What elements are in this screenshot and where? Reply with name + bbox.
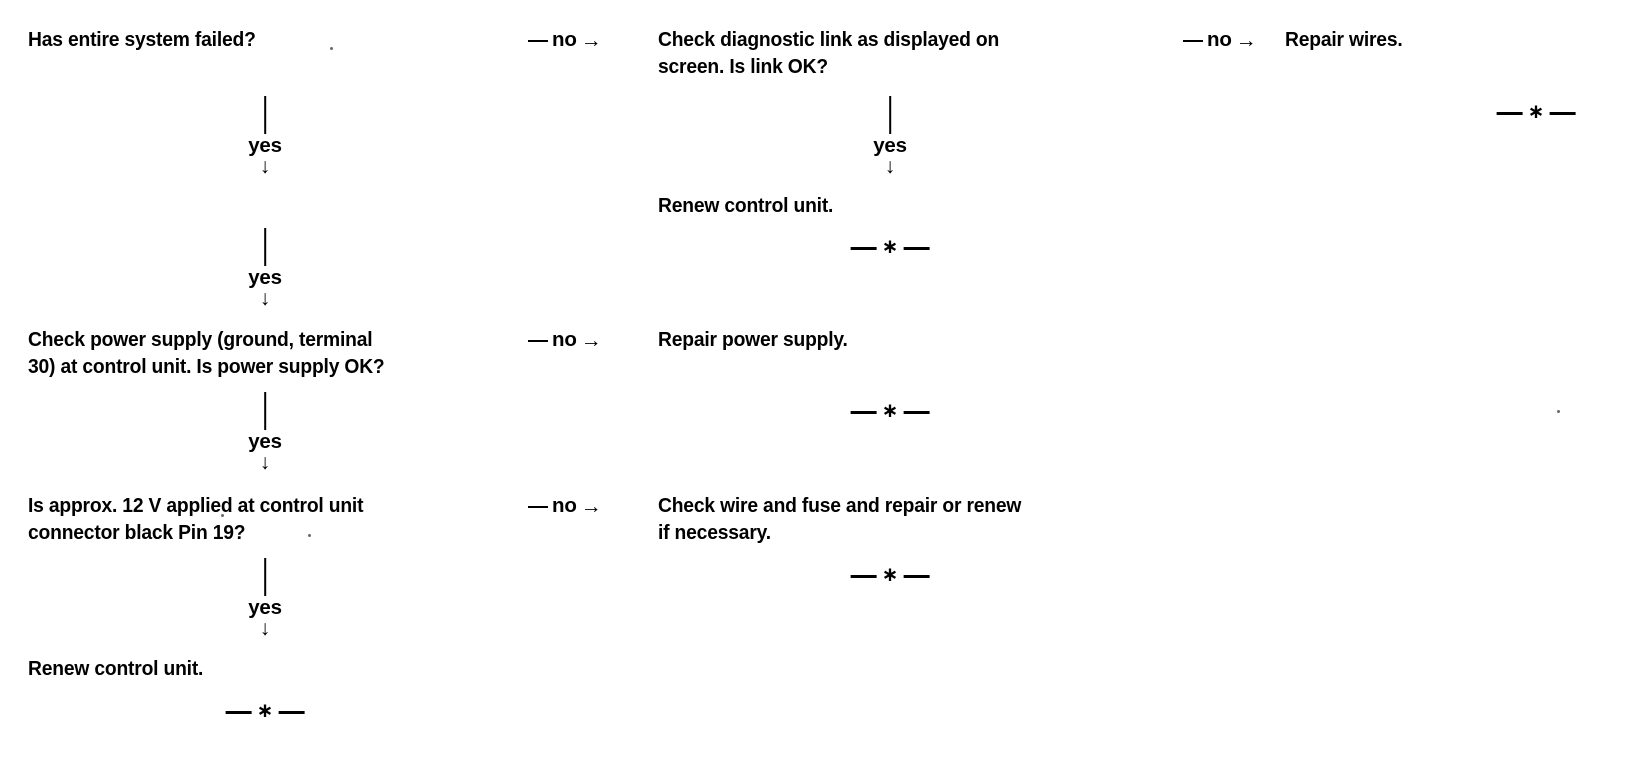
- node-q3-is-12v-applied: Is approx. 12 V applied at control unit …: [28, 494, 364, 544]
- edge-stem: [888, 96, 891, 134]
- edge-label-yes: yes: [248, 266, 282, 289]
- terminator-marker-a2: ∗: [850, 236, 930, 258]
- edge-q1-to-q4-no: no →: [528, 30, 602, 51]
- edge-label-no: no: [552, 494, 577, 518]
- node-q1-has-entire-system-failed: Has entire system failed?: [28, 28, 256, 51]
- arrow-right-icon: →: [580, 329, 602, 352]
- edge-q2-to-a3-no: no →: [528, 330, 602, 351]
- terminator-dash-right: [903, 574, 930, 578]
- arrow-right-icon: →: [1235, 29, 1257, 52]
- node-a1-renew-control-unit: Renew control unit.: [28, 657, 204, 680]
- terminator-marker-a4: ∗: [850, 564, 930, 586]
- edge-stem: [263, 392, 266, 430]
- node-a4-check-wire-and-fuse: Check wire and fuse and repair or renew …: [658, 494, 1022, 544]
- arrow-right-icon: →: [580, 29, 602, 52]
- terminator-dash-left: [850, 410, 877, 414]
- edge-q4-to-a2-yes: yes ↓: [873, 96, 907, 178]
- terminator-star-icon: ∗: [256, 700, 274, 722]
- edge-dash: [528, 505, 548, 508]
- edge-q1-to-q2-yes-lower: yes ↓: [248, 228, 282, 310]
- terminator-dash-left: [850, 574, 877, 578]
- terminator-dash-right: [278, 710, 305, 714]
- edge-label-no: no: [1207, 28, 1232, 52]
- edge-label-yes: yes: [873, 134, 907, 157]
- arrow-down-icon: ↓: [259, 286, 271, 310]
- node-a3-repair-power-supply: Repair power supply.: [658, 328, 848, 351]
- edge-label-no: no: [552, 328, 577, 352]
- edge-dash: [528, 339, 548, 342]
- arrow-down-icon: ↓: [259, 450, 271, 474]
- edge-label-yes: yes: [248, 134, 282, 157]
- scan-speck: [330, 47, 333, 50]
- terminator-dash-left: [1496, 111, 1523, 115]
- terminator-marker-a3: ∗: [850, 400, 930, 422]
- edge-label-yes: yes: [248, 596, 282, 619]
- edge-q3-to-a1-yes: yes ↓: [248, 558, 282, 640]
- terminator-dash-right: [903, 410, 930, 414]
- terminator-dash-right: [903, 246, 930, 250]
- arrow-right-icon: →: [580, 495, 602, 518]
- edge-stem: [263, 558, 266, 596]
- edge-q3-to-a4-no: no →: [528, 496, 602, 517]
- terminator-dash-left: [225, 710, 252, 714]
- arrow-down-icon: ↓: [259, 616, 271, 640]
- scan-speck: [308, 534, 311, 537]
- edge-q4-to-a5-no: no →: [1183, 30, 1257, 51]
- node-q4-check-diagnostic-link: Check diagnostic link as displayed on sc…: [658, 28, 1000, 78]
- terminator-star-icon: ∗: [881, 564, 899, 586]
- edge-q1-to-q2-yes-upper: yes ↓: [248, 96, 282, 178]
- edge-label-yes: yes: [248, 430, 282, 453]
- terminator-dash-right: [1549, 111, 1576, 115]
- terminator-marker-a5: ∗: [1496, 101, 1576, 123]
- edge-stem: [263, 96, 266, 134]
- scan-speck: [221, 514, 224, 517]
- edge-stem: [263, 228, 266, 266]
- edge-q2-to-q3-yes: yes ↓: [248, 392, 282, 474]
- terminator-star-icon: ∗: [881, 236, 899, 258]
- node-q2-check-power-supply: Check power supply (ground, terminal 30)…: [28, 328, 385, 378]
- scan-speck: [1557, 410, 1560, 413]
- terminator-star-icon: ∗: [1527, 101, 1545, 123]
- arrow-down-icon: ↓: [259, 154, 271, 178]
- terminator-marker-a1: ∗: [225, 700, 305, 722]
- node-a5-repair-wires: Repair wires.: [1285, 28, 1403, 51]
- edge-dash: [528, 39, 548, 42]
- edge-label-no: no: [552, 28, 577, 52]
- edge-dash: [1183, 39, 1203, 42]
- node-a2-renew-control-unit: Renew control unit.: [658, 194, 834, 217]
- terminator-star-icon: ∗: [881, 400, 899, 422]
- arrow-down-icon: ↓: [884, 154, 896, 178]
- terminator-dash-left: [850, 246, 877, 250]
